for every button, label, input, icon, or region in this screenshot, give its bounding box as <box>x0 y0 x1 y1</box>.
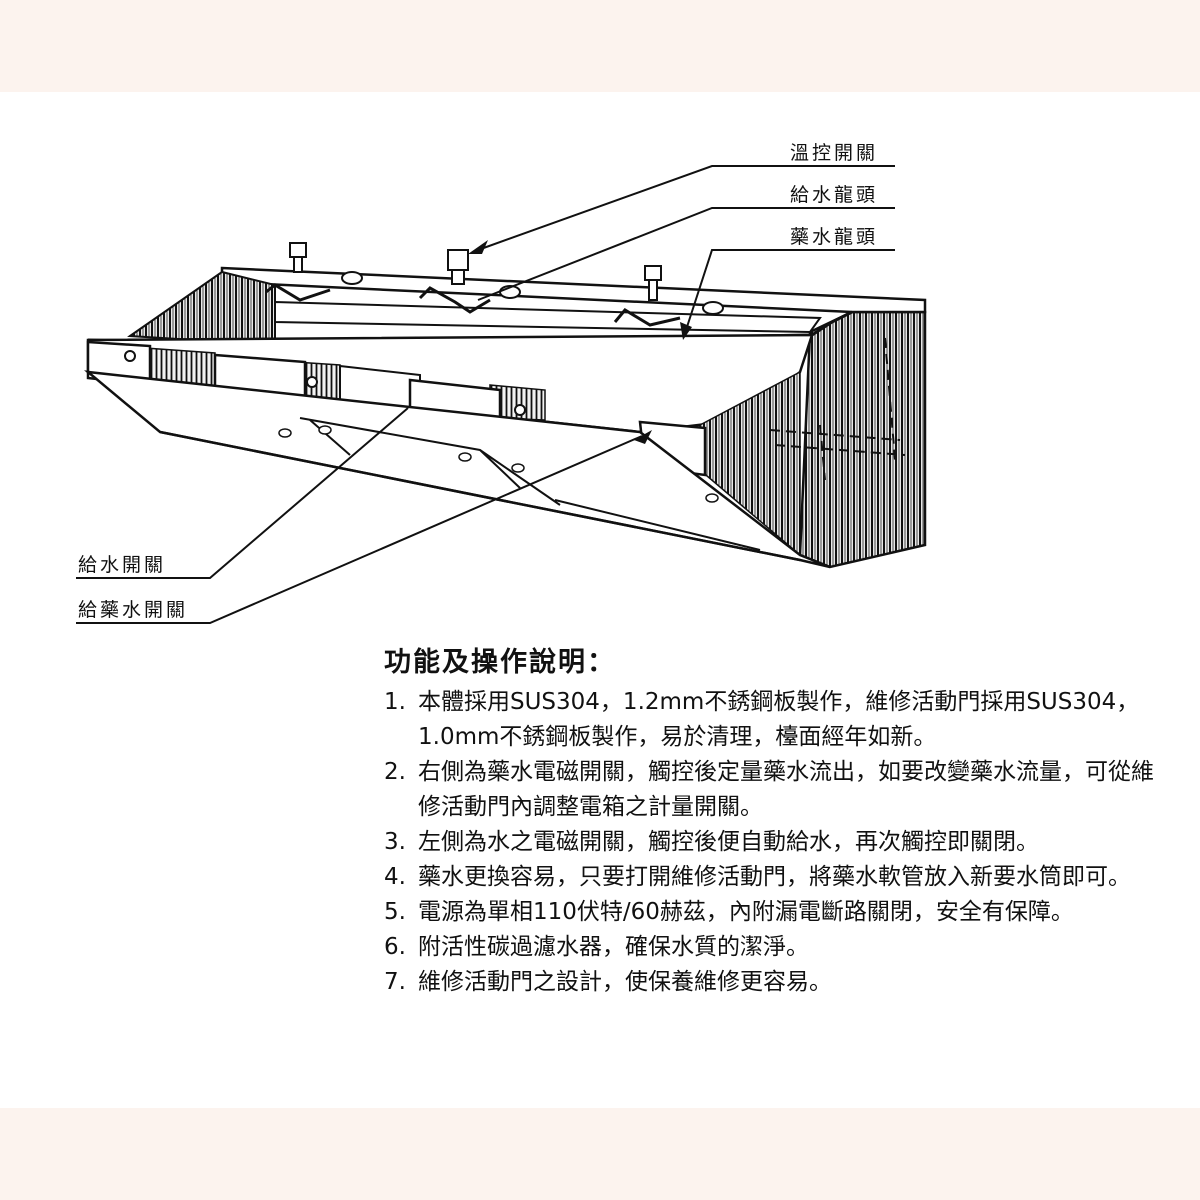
list-item: 3. 左側為水之電磁開關，觸控後便自動給水，再次觸控即關閉。 <box>380 825 1180 860</box>
item-number: 6. <box>384 934 406 960</box>
label-water-faucet: 給水龍頭 <box>790 184 879 206</box>
instructions-block: 功能及操作說明： 1. 本體採用SUS304，1.2mm不銹鋼板製作，維修活動門採… <box>380 640 1180 1000</box>
list-item: 4. 藥水更換容易，只要打開維修活動門，將藥水軟管放入新要水筒即可。 <box>380 860 1180 895</box>
list-item: 7. 維修活動門之設計，使保養維修更容易。 <box>380 965 1180 1000</box>
left-end-panel <box>127 270 276 347</box>
list-item: 2. 右側為藥水電磁開關，觸控後定量藥水流出，如要改變藥水流量，可從維修活動門內調… <box>380 755 1180 825</box>
leader-lines <box>76 165 895 624</box>
instructions-heading: 功能及操作說明： <box>384 647 616 678</box>
diagram-sheet: 溫控開關 給水龍頭 藥水龍頭 給水開關 給藥水開關 功能及操作說明： 1. 本體採… <box>0 92 1200 1108</box>
label-water-switch: 給水開關 <box>78 554 167 576</box>
label-temp-switch: 溫控開關 <box>790 142 879 164</box>
item-number: 5. <box>384 899 406 925</box>
sink-diagram <box>76 165 927 624</box>
label-chem-faucet: 藥水龍頭 <box>790 226 879 248</box>
temp-control-knob <box>289 242 662 301</box>
drain-ellipses <box>341 271 724 315</box>
list-item: 1. 本體採用SUS304，1.2mm不銹鋼板製作，維修活動門採用SUS304，1… <box>380 685 1180 755</box>
item-text: 附活性碳過濾水器，確保水質的潔淨。 <box>418 934 809 960</box>
item-number: 1. <box>384 689 406 715</box>
list-item: 5. 電源為單相110伏特/60赫茲，內附漏電斷路關閉，安全有保障。 <box>380 895 1180 930</box>
item-text: 右側為藥水電磁開關，觸控後定量藥水流出，如要改變藥水流量，可從維修活動門內調整電… <box>418 759 1154 820</box>
item-text: 電源為單相110伏特/60赫茲，內附漏電斷路關閉，安全有保障。 <box>418 899 1074 925</box>
list-item: 6. 附活性碳過濾水器，確保水質的潔淨。 <box>380 930 1180 965</box>
label-chem-switch: 給藥水開關 <box>78 599 189 621</box>
item-number: 3. <box>384 829 406 855</box>
item-text: 維修活動門之設計，使保養維修更容易。 <box>418 969 832 995</box>
item-text: 左側為水之電磁開關，觸控後便自動給水，再次觸控即關閉。 <box>418 829 1039 855</box>
arrowheads <box>468 240 692 444</box>
item-number: 7. <box>384 969 406 995</box>
right-end-panel <box>798 310 927 569</box>
item-number: 2. <box>384 759 406 785</box>
item-number: 4. <box>384 864 406 890</box>
item-text: 藥水更換容易，只要打開維修活動門，將藥水軟管放入新要水筒即可。 <box>418 864 1131 890</box>
item-text: 本體採用SUS304，1.2mm不銹鋼板製作，維修活動門採用SUS304，1.0… <box>418 689 1140 750</box>
faucets <box>265 283 681 327</box>
